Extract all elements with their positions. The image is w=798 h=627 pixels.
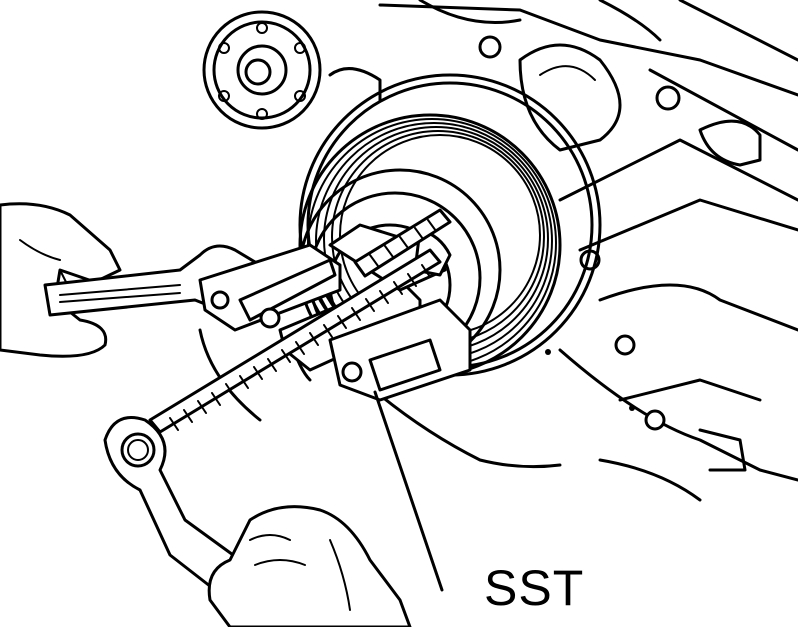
callout-leader-line: [375, 392, 442, 590]
upper-pulley: [204, 12, 320, 128]
threaded-screw: [150, 210, 450, 432]
right-hand: [209, 507, 410, 627]
sst-callout-label: SST: [484, 560, 585, 616]
box-wrench: [105, 418, 240, 591]
